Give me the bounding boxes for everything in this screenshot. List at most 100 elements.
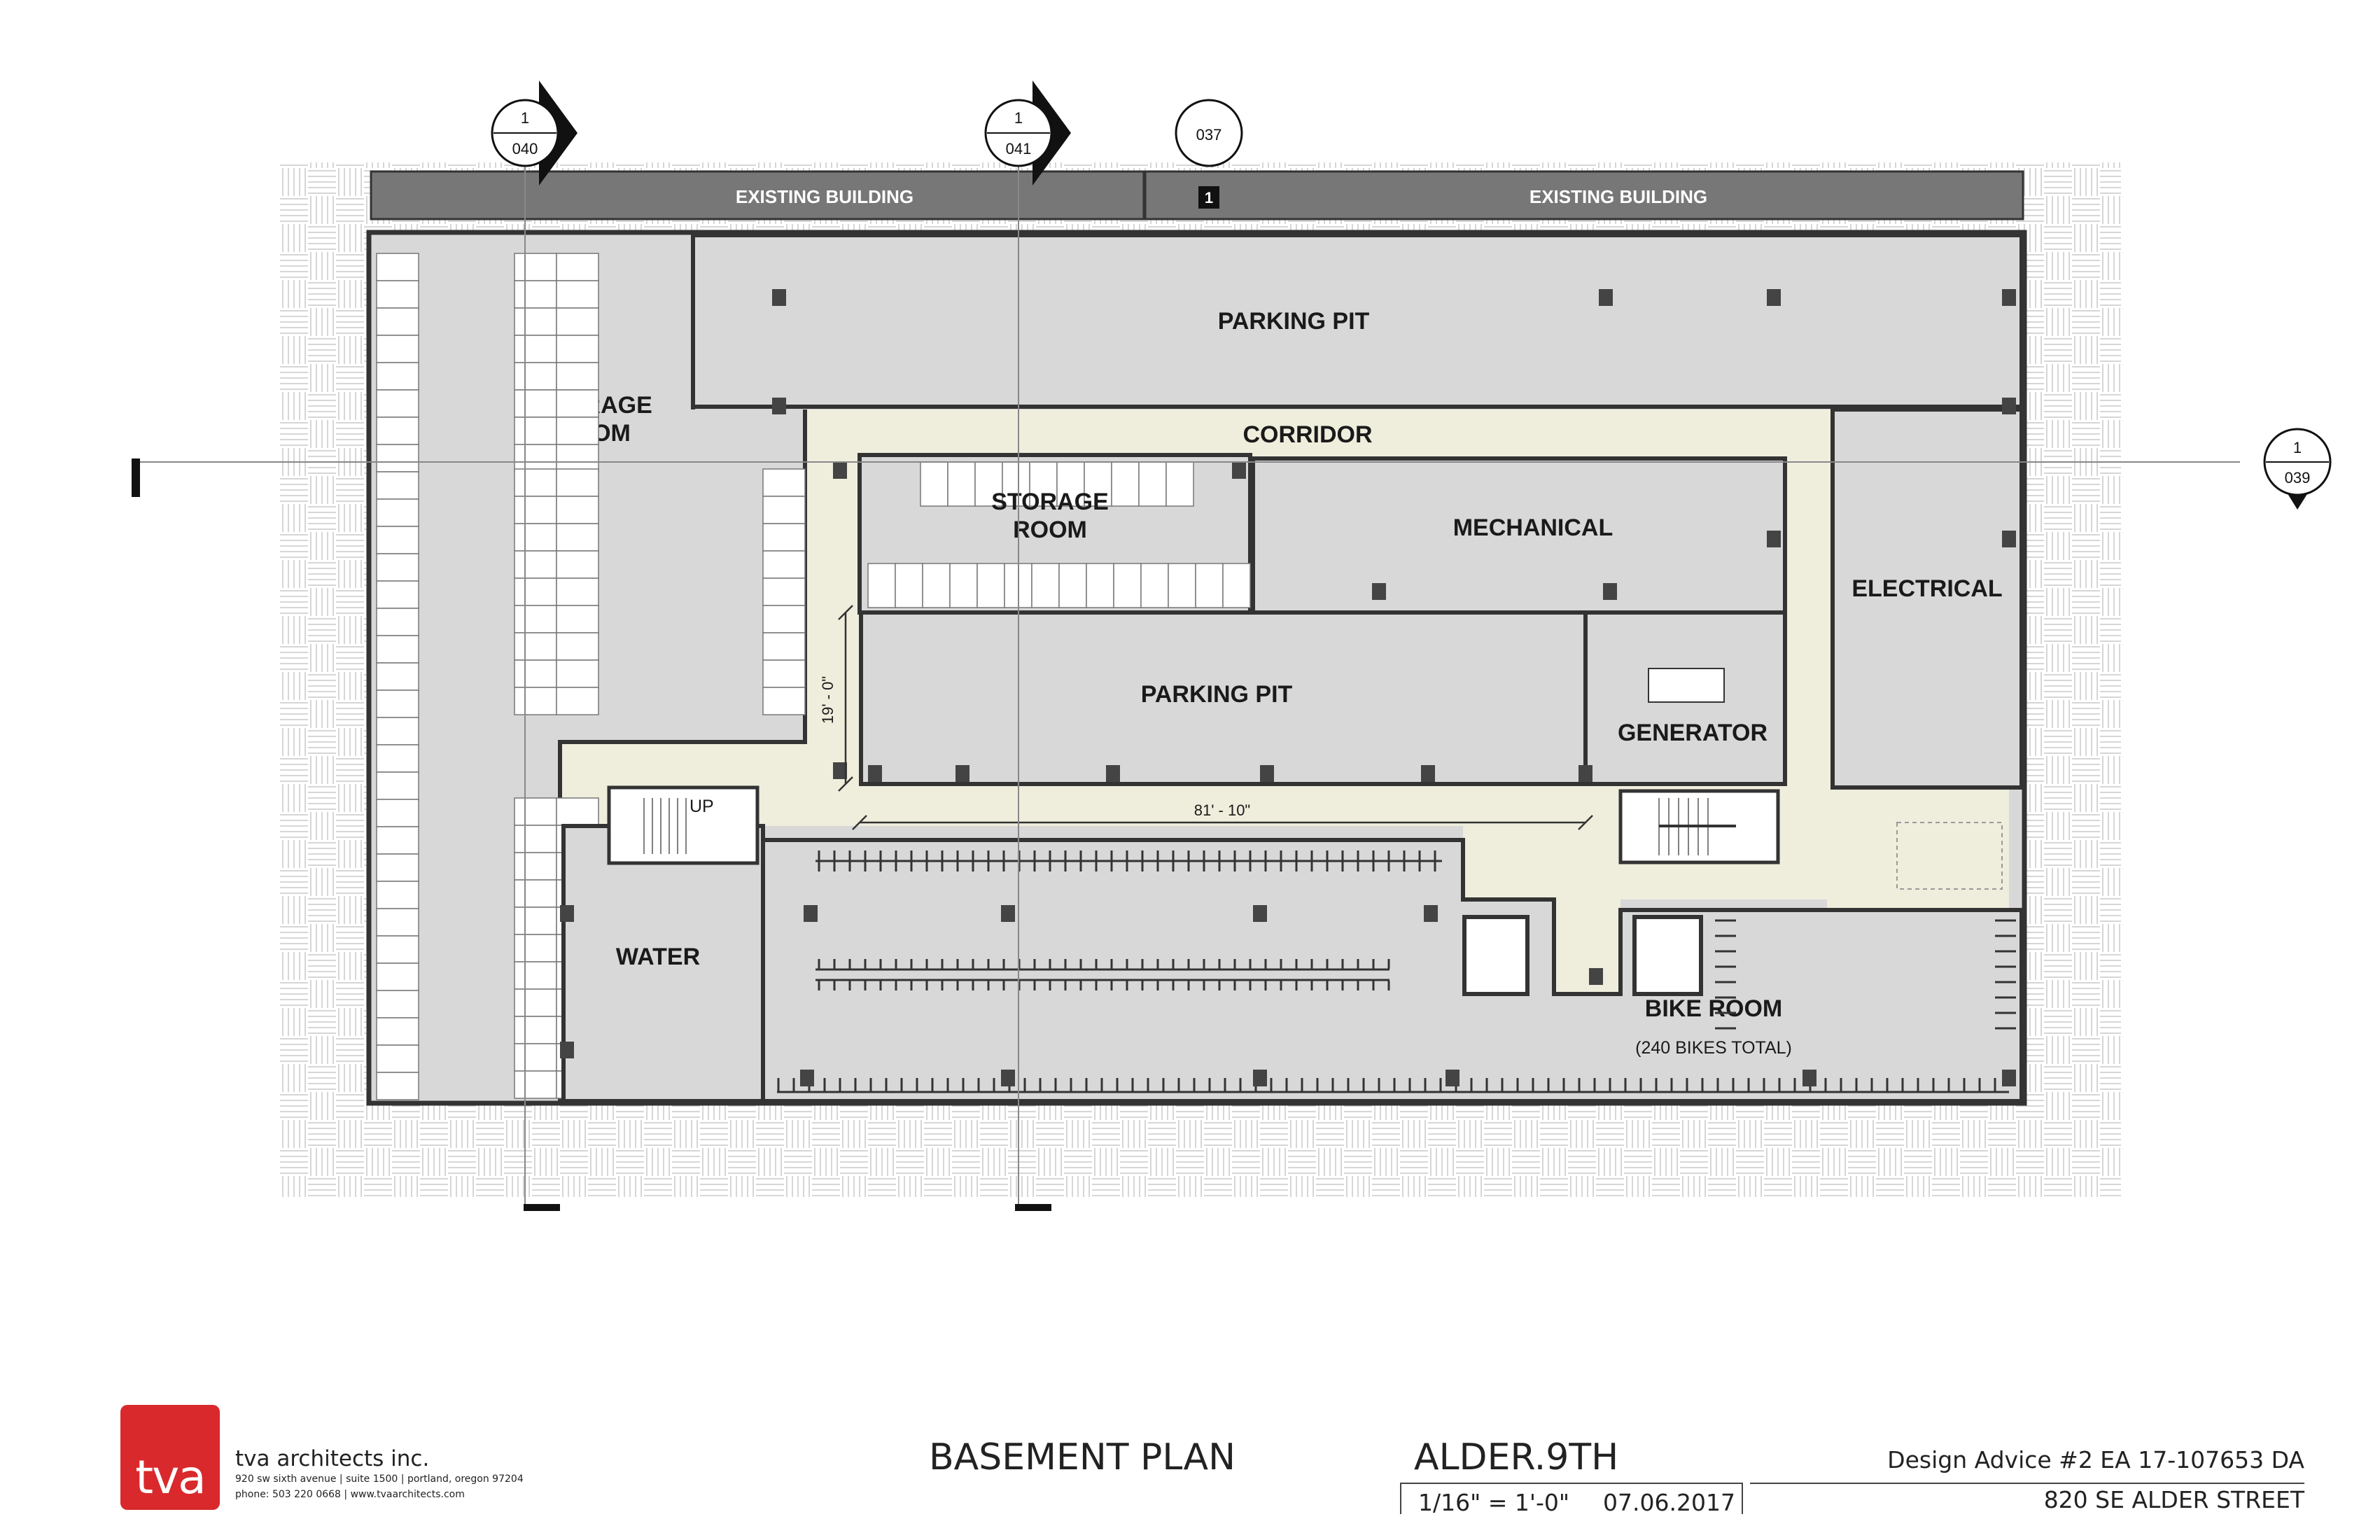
section-tag-040-sheet: 040 (512, 140, 538, 158)
locker (376, 1017, 419, 1046)
column (2002, 398, 2016, 414)
locker (895, 563, 923, 608)
locker (514, 1016, 557, 1044)
street-address: 820 SE ALDER STREET (2043, 1486, 2304, 1513)
locker (556, 468, 599, 497)
column (833, 462, 847, 479)
locker (1002, 461, 1030, 507)
locker (762, 659, 806, 688)
locker (514, 687, 557, 715)
structural-columns (560, 289, 2016, 1086)
locker (514, 659, 557, 688)
locker (762, 605, 806, 634)
locker (514, 1070, 557, 1099)
parking-pit-north-label: PARKING PIT (1218, 308, 1370, 335)
electrical-room (1830, 407, 2024, 790)
locker (376, 799, 419, 827)
locker (922, 563, 951, 608)
stair-west (607, 785, 760, 865)
existing-building-left-label: EXISTING BUILDING (736, 186, 913, 207)
title-divider-right (1742, 1483, 1743, 1514)
locker (556, 797, 599, 826)
locker (1138, 461, 1167, 507)
firm-contact: phone: 503 220 0668 | www.tvaarchitects.… (235, 1489, 465, 1500)
locker (514, 280, 557, 309)
locker (762, 496, 806, 524)
locker (1029, 461, 1058, 507)
locker (556, 335, 599, 363)
locker (376, 853, 419, 882)
locker (376, 389, 419, 418)
column (1253, 1070, 1267, 1086)
section-tag-040: 1 040 (491, 80, 578, 186)
elevator-east (1632, 915, 1703, 996)
locker (1031, 563, 1060, 608)
locker (376, 416, 419, 445)
locker (376, 962, 419, 991)
locker (514, 253, 557, 281)
column (1767, 289, 1781, 306)
locker (376, 444, 419, 472)
column (800, 1070, 814, 1086)
locker (556, 389, 599, 418)
locker (514, 797, 557, 826)
column (1599, 289, 1613, 306)
existing-building-band (370, 170, 2024, 220)
column (1001, 905, 1015, 922)
existing-building-right-label: EXISTING BUILDING (1530, 186, 1707, 207)
column (1446, 1070, 1460, 1086)
section-tag-039-number: 1 (2293, 439, 2302, 456)
locker (920, 461, 948, 507)
locker (762, 523, 806, 552)
column (1603, 583, 1617, 600)
drawing-date: 07.06.2017 (1603, 1489, 1735, 1516)
locker (1058, 563, 1087, 608)
locker (949, 563, 978, 608)
title-divider (1400, 1483, 1743, 1484)
locker (376, 580, 419, 609)
locker (514, 879, 557, 908)
generator-unit (1648, 668, 1725, 703)
storage-lockers-center (867, 461, 1251, 608)
locker (514, 632, 557, 661)
locker (556, 632, 599, 661)
locker (376, 635, 419, 664)
elevation-tag-037: 037 1 (1175, 99, 1243, 209)
locker (556, 280, 599, 309)
tva-logo-text: tva (135, 1450, 206, 1504)
water-label: WATER (616, 944, 700, 970)
locker (514, 1043, 557, 1072)
locker (1111, 461, 1140, 507)
column (1232, 462, 1246, 479)
locker (376, 280, 419, 309)
locker (514, 416, 557, 445)
column (1106, 765, 1120, 782)
stair-up-label: UP (690, 797, 714, 816)
column (560, 905, 574, 922)
sheet-title: BASEMENT PLAN (929, 1436, 1236, 1478)
firm-name: tva architects inc. (235, 1446, 430, 1471)
tva-logo: tva (120, 1405, 220, 1510)
locker (762, 578, 806, 606)
locker (376, 826, 419, 855)
section-tag-041-number: 1 (1014, 109, 1023, 127)
locker (556, 523, 599, 552)
locker (974, 461, 1003, 507)
locker (762, 632, 806, 661)
mechanical-room (1251, 456, 1787, 615)
locker (762, 687, 806, 715)
locker (514, 307, 557, 336)
locker (514, 362, 557, 391)
locker (514, 496, 557, 524)
locker (376, 253, 419, 281)
locker (556, 687, 599, 715)
locker (1113, 563, 1142, 608)
parking-pit-north (691, 233, 2024, 409)
column (1802, 1070, 1816, 1086)
dimension-vertical (838, 605, 853, 792)
dimension-horizontal (852, 815, 1593, 830)
locker (1140, 563, 1169, 608)
locker (376, 471, 419, 500)
locker (376, 690, 419, 718)
locker (556, 550, 599, 579)
